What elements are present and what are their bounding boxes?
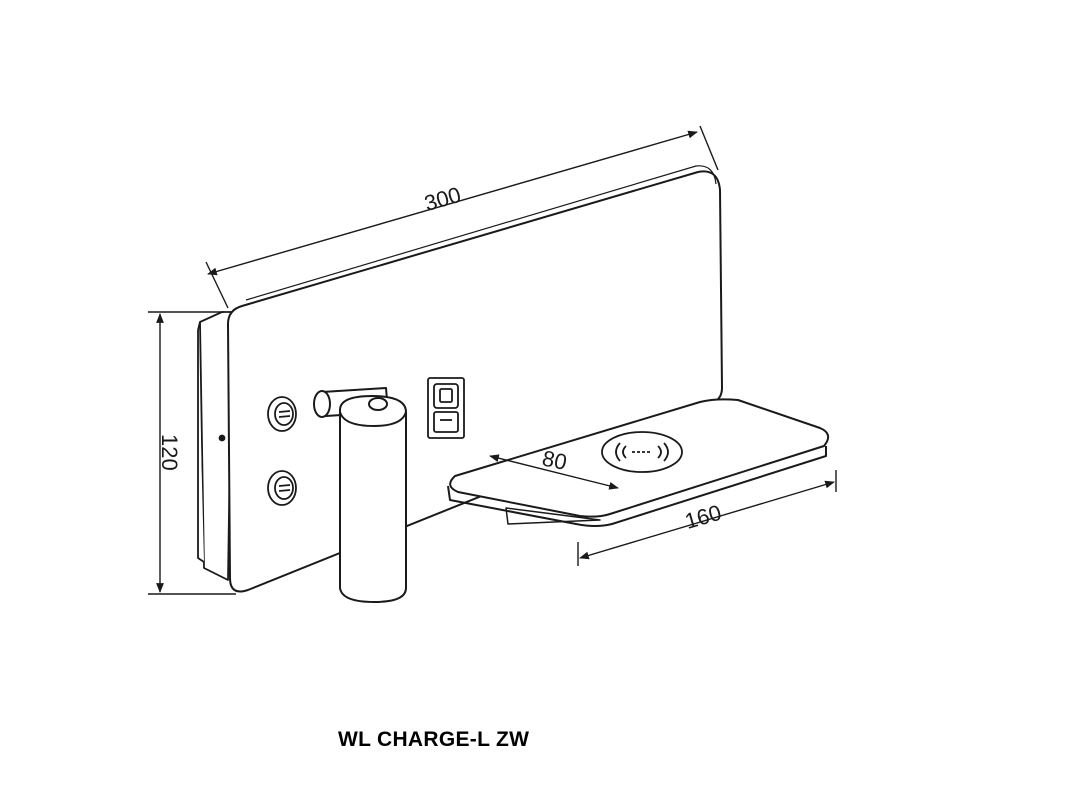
dimension-height-label: 120 [157,434,182,471]
mounting-box [197,311,233,581]
dimension-depth-label: 80 [540,445,569,475]
dimension-shelf-width-label: 160 [682,500,724,534]
control-knob-bottom [267,470,297,506]
control-knob-top [267,396,297,432]
dimension-width [205,125,719,309]
dimension-height [148,311,236,595]
usb-port-icon [427,377,465,439]
reading-lamp [313,387,407,603]
wall-plate [227,165,723,593]
wireless-charging-icon [601,431,683,473]
dimension-shelf-width [577,470,837,566]
product-model-caption: WL CHARGE-L ZW [338,728,530,751]
dimension-width-label: 300 [421,182,463,216]
